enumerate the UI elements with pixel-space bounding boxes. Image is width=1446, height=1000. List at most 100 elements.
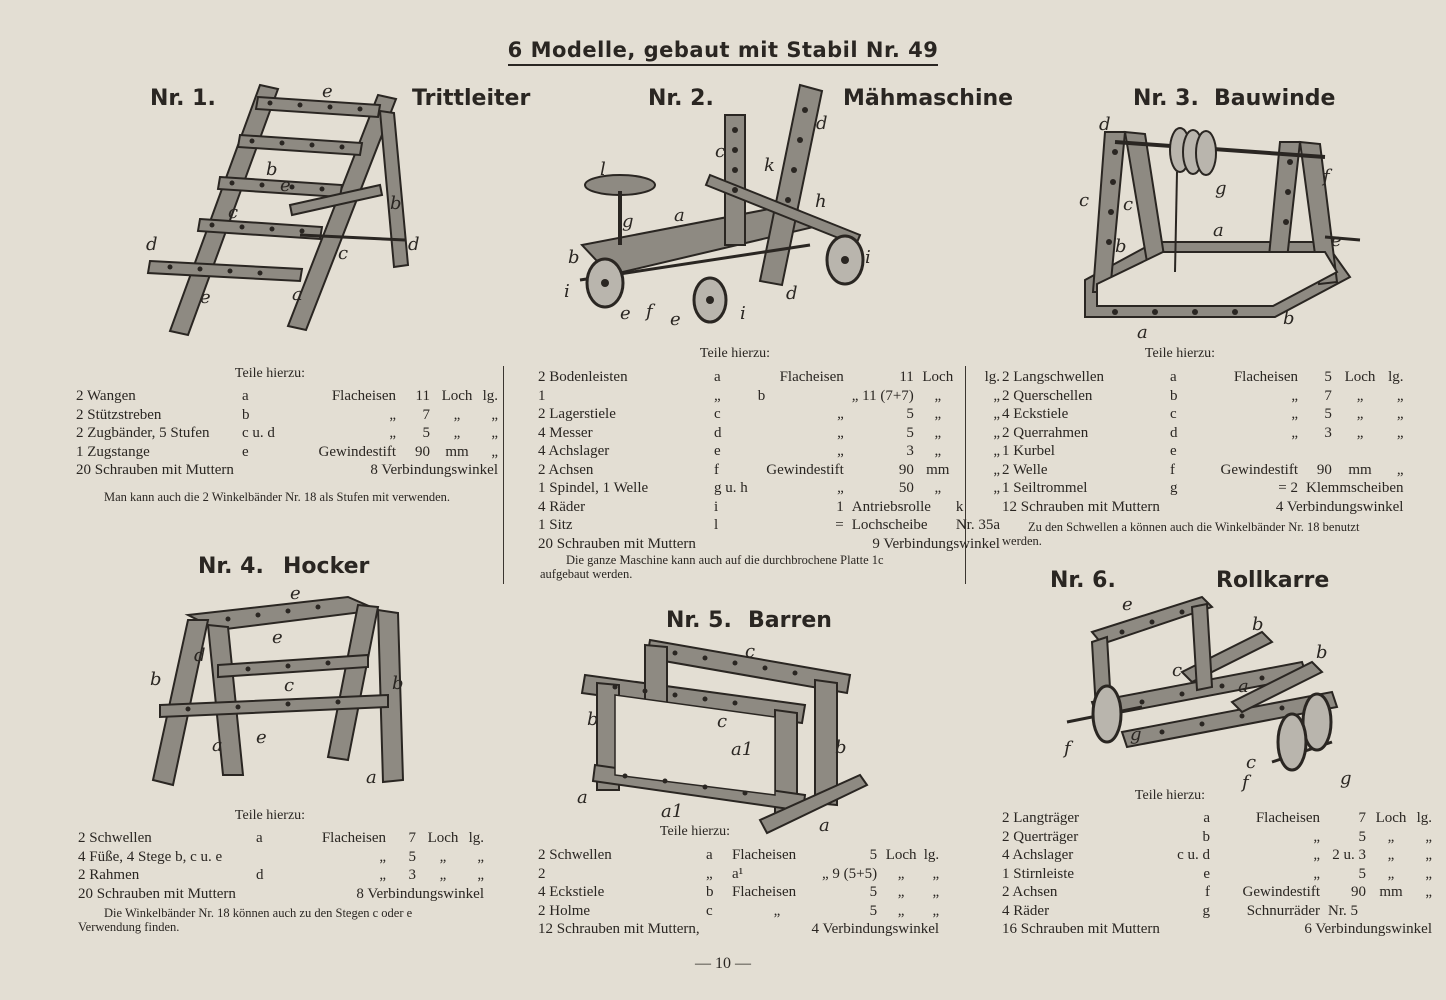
part-label: k — [764, 155, 775, 176]
table-row: 20 Schrauben mit Muttern 8 Verbindungswi… — [76, 462, 498, 478]
model-3-number: Nr. 3. — [1133, 86, 1199, 111]
table-row: 20 Schrauben mit Muttern 9 Verbindungswi… — [538, 535, 1000, 552]
part-label: e — [280, 175, 291, 196]
table-row: 16 Schrauben mit Muttern 6 Verbindungswi… — [1002, 921, 1432, 937]
part-label: e — [272, 627, 283, 648]
model-5-illustration: c b c a1 b a a1 a — [577, 638, 869, 836]
stool-leg — [326, 603, 380, 762]
part-label: a — [577, 787, 588, 808]
part-label: b — [568, 247, 580, 268]
part-label: a — [366, 767, 377, 788]
part-label: e — [322, 81, 333, 102]
part-label: b — [1316, 642, 1328, 663]
part-label: c — [1123, 194, 1133, 215]
stool-rail — [217, 653, 369, 679]
tension-strap — [288, 183, 384, 217]
stool-leg — [151, 619, 210, 787]
part-label: d — [408, 234, 420, 255]
part-label: f — [1321, 166, 1333, 187]
part-label: c — [717, 711, 727, 732]
model-1-number: Nr. 1. — [150, 86, 216, 111]
table-row: 12 Schrauben mit Muttern 4 Verbindungswi… — [1002, 498, 1404, 515]
stool-leg — [206, 623, 245, 776]
part-label: c — [1172, 660, 1182, 681]
part-label: f — [1062, 738, 1074, 759]
part-label: b — [1115, 236, 1127, 257]
page-number: — 10 — — [695, 955, 751, 972]
bar-rail — [580, 673, 807, 725]
wheel — [1276, 712, 1308, 772]
part-label: e — [200, 287, 211, 308]
model-1-parts-title: Teile hierzu: — [234, 366, 306, 381]
part-label: c — [715, 141, 725, 162]
corner-post — [596, 681, 620, 791]
part-label: a — [1213, 220, 1224, 241]
part-label: b — [150, 669, 162, 690]
part-label: a — [212, 735, 223, 756]
support-strut — [378, 109, 410, 269]
model-5-number: Nr. 5. — [666, 608, 732, 633]
part-label: b — [1283, 308, 1295, 329]
model-3-illustration: d f c c g a b e b a — [1079, 114, 1361, 343]
model-2-illustration: d c k l h g a b i i e f e i d — [564, 83, 871, 330]
rope-drum — [1195, 130, 1217, 176]
part-label: i — [740, 303, 746, 324]
part-label: e — [256, 727, 267, 748]
long-girder — [1120, 690, 1339, 749]
column-divider-left — [503, 366, 504, 584]
bearing-post — [724, 114, 746, 246]
part-label: c — [228, 202, 238, 223]
stool-leg — [376, 608, 405, 784]
column-divider-right — [965, 366, 966, 584]
part-label: c — [1079, 190, 1089, 211]
part-label: d — [194, 645, 206, 666]
table-row: 1„ b„ 11 (7+7) „„ — [538, 387, 1000, 404]
part-label: g — [1340, 768, 1352, 789]
model-3-parts-title: Teile hierzu: — [1144, 346, 1216, 361]
part-label: f — [644, 301, 656, 322]
part-label: d — [146, 234, 158, 255]
part-label: e — [620, 303, 631, 324]
part-label: e — [290, 583, 301, 604]
model-4-note: Die Winkelbänder Nr. 18 können auch zu d… — [78, 906, 413, 934]
part-label: a1 — [731, 739, 753, 760]
model-5-name: Barren — [748, 608, 832, 633]
part-label: c — [745, 641, 755, 662]
table-row: 4 Füße, 4 Stege b, c u. e „5 „„ — [78, 848, 484, 865]
corner-post — [814, 678, 838, 807]
part-label: a — [1137, 322, 1148, 343]
model-2-number: Nr. 2. — [648, 86, 714, 111]
part-label: a — [819, 815, 830, 836]
part-label: a — [674, 205, 685, 226]
part-label: c — [284, 675, 294, 696]
page-title: 6 Modelle, gebaut mit Stabil Nr. 49 — [0, 38, 1446, 66]
model-5-parts-title: Teile hierzu: — [659, 824, 731, 839]
model-4-parts-title: Teile hierzu: — [234, 808, 306, 823]
table-row: 20 Schrauben mit Muttern 8 Verbindungswi… — [78, 885, 484, 902]
model-1-note: Man kann auch die 2 Winkelbänder Nr. 18 … — [104, 490, 451, 504]
part-label: b — [835, 737, 847, 758]
part-label: d — [786, 283, 798, 304]
part-label: b — [1252, 614, 1264, 635]
part-label: b — [390, 193, 402, 214]
model-4-name: Hocker — [283, 554, 370, 579]
